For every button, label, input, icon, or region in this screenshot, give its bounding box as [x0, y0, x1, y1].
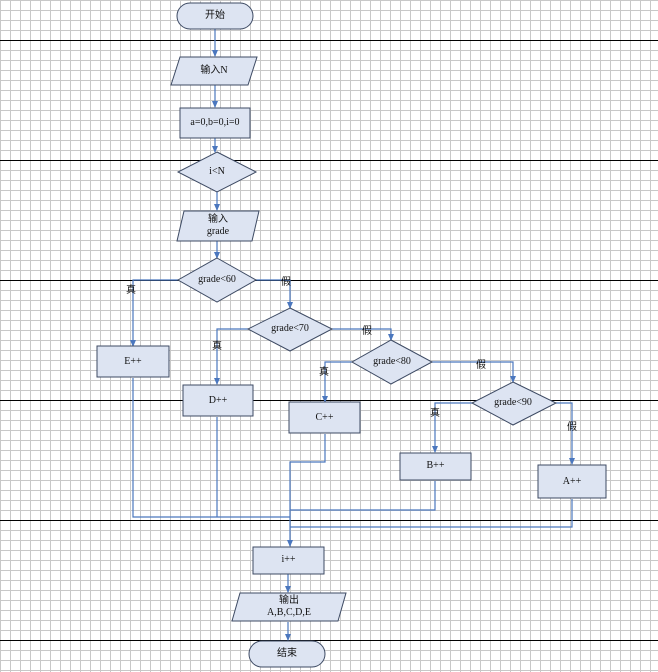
- c-inc-box: [288, 401, 361, 434]
- cond80-false-label: 假: [476, 360, 486, 371]
- cond80-label: grade<80: [373, 356, 411, 367]
- cond90-diamond: [470, 381, 558, 426]
- connector-cond90-true: [432, 402, 472, 453]
- cond80-diamond: [350, 339, 434, 385]
- b-inc-label: B++: [426, 460, 445, 471]
- cond90-false-label: 假: [567, 422, 577, 433]
- lane-separator: [0, 400, 658, 401]
- connector-cond70-true: [214, 328, 248, 385]
- cond70-true-label: 真: [212, 341, 222, 352]
- connector-cond90-false: [556, 402, 575, 465]
- d-inc-box: [182, 384, 254, 417]
- output-parallelogram: [231, 592, 347, 622]
- lane-separator: [0, 520, 658, 521]
- b-inc-box: [399, 452, 472, 481]
- cond60-label: grade<60: [198, 274, 236, 285]
- start-label: 开始: [205, 10, 225, 21]
- cond70-diamond: [246, 307, 334, 352]
- connector-cond80-true: [322, 361, 352, 403]
- a-inc-box: [537, 464, 607, 499]
- lane-separator: [0, 640, 658, 641]
- connector-cond70-false: [332, 328, 394, 341]
- cond70-label: grade<70: [271, 323, 309, 334]
- input-n-label: 输入N: [200, 65, 228, 76]
- cond90-label: grade<90: [494, 397, 532, 408]
- connector-cond60-true: [130, 279, 178, 347]
- connector-e-merge: [132, 378, 290, 518]
- e-inc-box: [96, 345, 170, 378]
- input-grade-parallelogram: [176, 210, 260, 242]
- output-label: 输出 A,B,C,D,E: [267, 595, 311, 618]
- connector-cond60-false: [256, 279, 293, 309]
- end-label: 结束: [277, 648, 297, 659]
- connector-b-merge: [290, 481, 436, 511]
- d-inc-label: D++: [208, 395, 228, 406]
- init-label: a=0,b=0,i=0: [190, 117, 240, 128]
- lane-separator: [0, 40, 658, 41]
- end-terminal: [248, 640, 326, 668]
- cond90-true-label: 真: [430, 408, 440, 419]
- lane-separator: [0, 280, 658, 281]
- cond60-diamond: [176, 257, 258, 303]
- connector-cond80-false: [432, 361, 516, 383]
- cond70-false-label: 假: [362, 326, 372, 337]
- lane-separator: [0, 160, 658, 161]
- e-inc-label: E++: [124, 356, 142, 367]
- init-box: [179, 107, 251, 139]
- loop-condition-diamond: [176, 151, 258, 193]
- i-inc-label: i++: [281, 554, 296, 565]
- c-inc-label: C++: [315, 412, 334, 423]
- i-inc-box: [252, 546, 325, 575]
- input-grade-label: 输入 grade: [206, 214, 230, 237]
- cond60-true-label: 真: [126, 285, 136, 296]
- cond60-false-label: 假: [281, 277, 291, 288]
- cond80-true-label: 真: [319, 367, 329, 378]
- connector-c-merge: [289, 434, 326, 510]
- loop-condition-label: i<N: [209, 166, 225, 177]
- start-terminal: [176, 2, 254, 30]
- connector-a-merge: [290, 499, 573, 528]
- a-inc-label: A++: [562, 476, 582, 487]
- input-n-parallelogram: [170, 56, 258, 86]
